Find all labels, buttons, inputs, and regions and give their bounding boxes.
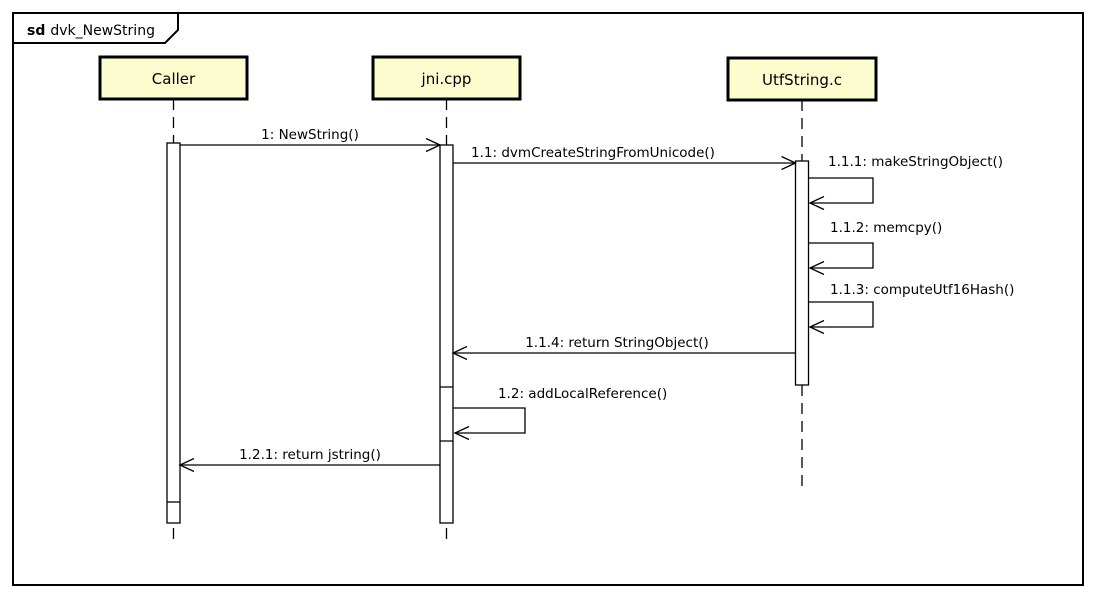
lifeline-utfstring: UtfString.c: [726, 56, 878, 493]
lifeline-head-caller: [98, 55, 249, 101]
message-1-1-2: 1.1.2: memcpy(): [808, 220, 942, 276]
message-1-1-1-label: 1.1.1: makeStringObject(): [828, 154, 1003, 170]
arrowhead-icon: [451, 345, 468, 361]
message-1-2: 1.2: addLocalReference(): [453, 386, 667, 441]
message-1-1: 1.1: dvmCreateStringFromUnicode(): [453, 145, 798, 171]
message-1-1-label: 1.1: dvmCreateStringFromUnicode(): [471, 145, 715, 161]
message-1: 1: NewString(): [180, 127, 442, 153]
arrowhead-icon: [425, 137, 442, 153]
lifeline-caller: Caller: [98, 55, 249, 545]
message-1-2-label: 1.2: addLocalReference(): [498, 386, 667, 402]
arrowhead-icon: [453, 425, 470, 441]
message-1-2-line: [453, 407, 526, 434]
diagram-frame: [12, 12, 1084, 586]
lifeline-head-jni: [371, 55, 522, 101]
message-1-1-4-label: 1.1.4: return StringObject(): [525, 335, 709, 351]
message-1-1-1-line: [808, 177, 874, 204]
arrowhead-icon: [808, 260, 825, 276]
activation-bar-utfstring: [794, 160, 810, 386]
message-1-2-1-label: 1.2.1: return jstring(): [239, 447, 381, 463]
message-1-label: 1: NewString(): [261, 127, 359, 143]
message-1-1-2-line: [808, 242, 874, 269]
message-1-1-3-line: [808, 301, 874, 328]
arrowhead-icon: [808, 319, 825, 335]
lifeline-jni: jni.cpp: [371, 55, 522, 545]
lifeline-label-jni: jni.cpp: [421, 70, 472, 88]
message-1-1-1: 1.1.1: makeStringObject(): [808, 154, 1003, 211]
activation-bar-caller: [166, 142, 181, 524]
arrowhead-icon: [808, 195, 825, 211]
activation-divider-jni: [440, 386, 453, 442]
lifeline-label-caller: Caller: [152, 70, 196, 88]
activation-bar-jni: [439, 144, 454, 524]
arrowhead-icon: [178, 457, 195, 473]
lifeline-label-utfstring: UtfString.c: [762, 71, 842, 89]
message-1-2-1: 1.2.1: return jstring(): [178, 447, 440, 473]
message-1-1-3: 1.1.3: computeUtf16Hash(): [808, 282, 1014, 335]
frame-title-name: dvk_NewString: [50, 23, 155, 39]
frame-title: sd dvk_NewString: [27, 23, 155, 39]
arrowhead-icon: [781, 155, 798, 171]
frame-title-tab: [12, 12, 179, 44]
message-1-1-4: 1.1.4: return StringObject(): [451, 335, 796, 361]
frame-title-keyword: sd: [27, 23, 45, 39]
message-1-1-3-label: 1.1.3: computeUtf16Hash(): [830, 282, 1014, 298]
lifeline-head-utfstring: [726, 56, 878, 102]
message-1-1-2-label: 1.1.2: memcpy(): [830, 220, 942, 236]
